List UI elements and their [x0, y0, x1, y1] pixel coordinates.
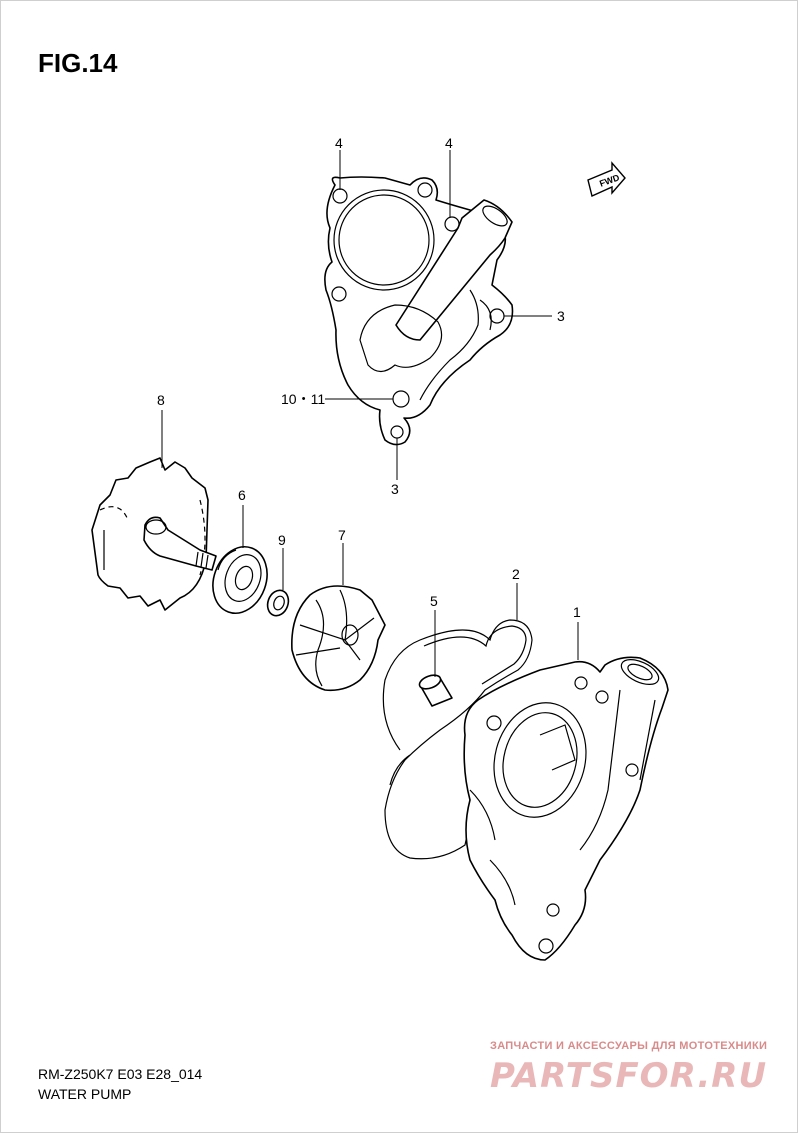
watermark-tagline: ЗАПЧАСТИ И АКСЕССУАРЫ ДЛЯ МОТОТЕХНИКИ — [490, 1040, 768, 1052]
callout-4-left: 4 — [335, 135, 343, 151]
callout-5: 5 — [430, 593, 438, 609]
callout-1: 1 — [573, 604, 581, 620]
pump-gear-shaft — [91, 457, 217, 611]
impeller — [291, 585, 386, 692]
washer — [266, 589, 290, 617]
watermark-logo: PARTSFOR.RU — [490, 1056, 768, 1096]
diagram-description: WATER PUMP — [38, 1086, 132, 1102]
figure-title: FIG.14 — [38, 48, 118, 78]
callout-4-right: 4 — [445, 135, 453, 151]
callout-8: 8 — [157, 392, 165, 408]
callout-6: 6 — [238, 487, 246, 503]
callout-7: 7 — [338, 527, 346, 543]
callout-3-bottom: 3 — [391, 481, 399, 497]
callout-2: 2 — [512, 566, 520, 582]
pump-cover — [324, 176, 514, 446]
dowel-pin — [418, 674, 453, 707]
callout-10-11: 10・11 — [281, 391, 325, 407]
fwd-arrow-icon: FWD — [587, 161, 626, 197]
o-ring-gasket — [382, 619, 533, 860]
pump-body — [463, 656, 669, 961]
diagram-code: RM-Z250K7 E03 E28_014 — [38, 1066, 203, 1082]
callout-9: 9 — [278, 532, 286, 548]
bearing — [212, 546, 268, 614]
callout-3-right: 3 — [557, 308, 565, 324]
